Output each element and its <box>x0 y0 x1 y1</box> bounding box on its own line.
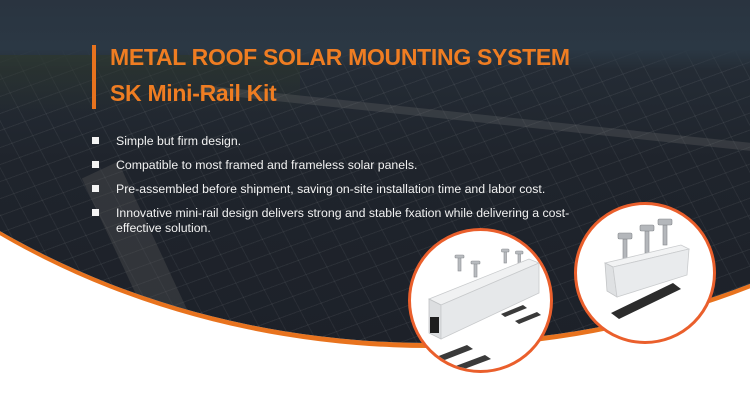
product-image-mini-rail-pads <box>408 228 553 373</box>
feature-text: Simple but firm design. <box>116 134 242 148</box>
square-bullet-icon <box>92 161 99 168</box>
feature-item: Innovative mini-rail design delivers str… <box>92 206 571 236</box>
feature-text: Pre-assembled before shipment, saving on… <box>116 182 546 196</box>
product-image-mini-rail-strip <box>574 202 716 344</box>
banner-subtitle: SK Mini-Rail Kit <box>110 80 277 106</box>
square-bullet-icon <box>92 185 99 192</box>
feature-item: Simple but firm design. <box>92 134 586 149</box>
feature-text: Compatible to most framed and frameless … <box>116 158 418 172</box>
banner-title: METAL ROOF SOLAR MOUNTING SYSTEM <box>110 44 570 70</box>
feature-list: Simple but firm design. Compatible to mo… <box>92 134 586 245</box>
title-accent-bar <box>92 45 96 109</box>
treeline <box>0 55 300 115</box>
feature-text: Innovative mini-rail design delivers str… <box>116 206 570 235</box>
square-bullet-icon <box>92 209 99 216</box>
mini-rail-illustration <box>428 248 541 370</box>
square-bullet-icon <box>92 137 99 144</box>
mini-rail-illustration <box>603 218 691 319</box>
feature-item: Pre-assembled before shipment, saving on… <box>92 182 586 197</box>
feature-item: Compatible to most framed and frameless … <box>92 158 586 173</box>
